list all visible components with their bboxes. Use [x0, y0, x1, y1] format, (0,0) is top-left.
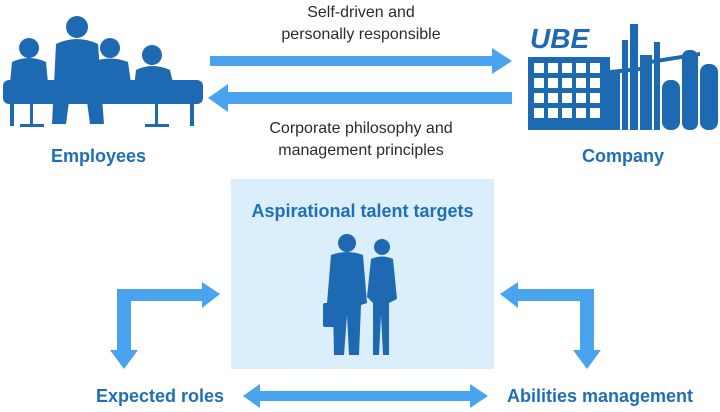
- arrow-elbow-right: [500, 282, 601, 369]
- abilities-management-label: Abilities management: [507, 386, 694, 406]
- arrow-right: [210, 48, 512, 74]
- talent-targets-box: Aspirational talent targets: [231, 179, 494, 369]
- arrow-left: [208, 84, 512, 112]
- company-label: Company: [582, 146, 665, 166]
- arrow-double: [243, 384, 488, 408]
- company-logo: UBE: [530, 23, 590, 54]
- talent-title: Aspirational talent targets: [251, 201, 474, 221]
- bottom-arrow-caption: Corporate philosophy and management prin…: [269, 120, 453, 159]
- business-pair-silhouette-icon: [323, 234, 397, 355]
- arrow-elbow-left: [110, 282, 220, 369]
- expected-roles-label: Expected roles: [96, 386, 225, 406]
- top-arrow-caption: Self-driven and personally responsible: [281, 4, 441, 43]
- employees-label: Employees: [51, 146, 147, 166]
